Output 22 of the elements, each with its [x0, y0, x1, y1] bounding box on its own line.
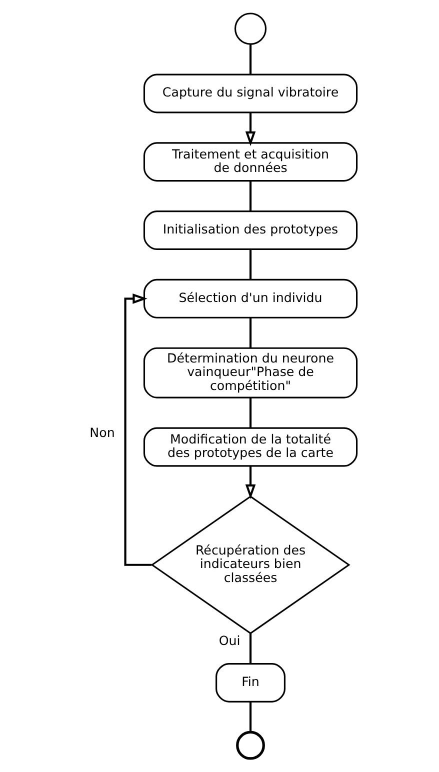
connector	[248, 249, 252, 280]
connector	[248, 633, 252, 664]
node-box: Traitement et acquisition de données	[142, 142, 358, 182]
node-box: Initialisation des prototypes	[142, 210, 358, 250]
connector	[248, 318, 252, 348]
node-box: Capture du signal vibratoire	[142, 74, 358, 114]
arrow	[124, 294, 152, 566]
arrow	[244, 112, 256, 146]
node-box: Modification de la totalité des prototypes de la carte	[142, 427, 358, 467]
node-circle	[234, 12, 266, 45]
connector	[248, 180, 252, 212]
edge-label: Oui	[218, 633, 240, 648]
node-box: Fin	[215, 663, 285, 702]
connector	[248, 44, 252, 74]
node-circle	[236, 730, 264, 760]
connector	[248, 398, 252, 428]
node-box: Sélection d'un individu	[142, 278, 358, 318]
arrow	[244, 466, 256, 500]
edge-label: Non	[89, 425, 114, 440]
node-diamond: Récupération des indicateurs bien classées	[150, 496, 350, 634]
connector	[248, 702, 252, 732]
node-box: Détermination du neurone vainqueur"Phase de compétition"	[142, 347, 358, 398]
